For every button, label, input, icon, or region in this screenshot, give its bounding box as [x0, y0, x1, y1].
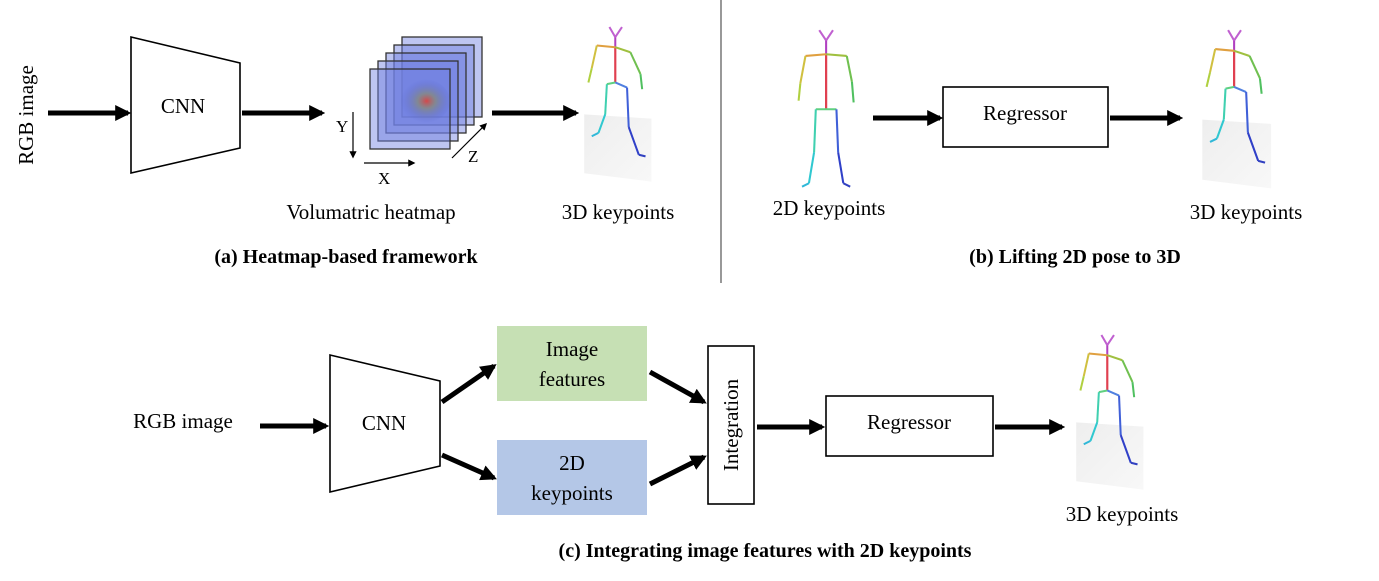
axis-z-arrow: [451, 122, 488, 159]
panel-a-cnn-block: [130, 35, 241, 175]
arrow-c-keypoints-to-integration: [648, 454, 707, 487]
panel-a-input-label: RGB image: [14, 65, 38, 165]
image-features-label-line2: features: [539, 367, 605, 391]
axis-z-label: Z: [468, 147, 478, 166]
panel-b-regressor-box: [942, 86, 1109, 148]
panel-c-cnn-block: [329, 353, 441, 494]
arrow-c-features-to-integration: [648, 369, 707, 405]
skeleton-3d-c: [1076, 334, 1144, 490]
panel-c-regressor-box: [825, 395, 994, 457]
keypoints-2d-label-line2: keypoints: [531, 481, 613, 505]
panel-c-caption: (c) Integrating image features with 2D k…: [559, 540, 972, 562]
panel-c-cnn-label: CNN: [362, 411, 406, 435]
panel-a: RGB image CNN Y X Z Volumatric heatmap: [14, 26, 675, 268]
heatmap-label: Volumatric heatmap: [286, 200, 455, 224]
keypoints-2d-box: [497, 440, 647, 515]
panel-c-input-label: RGB image: [133, 409, 233, 433]
arrow-c-cnn-to-keypoints: [440, 452, 497, 481]
arrow-c-cnn-to-features: [440, 363, 497, 405]
panel-c: RGB image CNN Image features 2D keypoint…: [133, 326, 1178, 562]
panel-b-output-label: 3D keypoints: [1190, 200, 1303, 224]
panel-b-caption: (b) Lifting 2D pose to 3D: [969, 246, 1181, 268]
integration-label: Integration: [719, 378, 743, 471]
panel-c-regressor-label: Regressor: [867, 410, 951, 434]
panel-a-output-label: 3D keypoints: [562, 200, 675, 224]
skeleton-2d-b: [797, 29, 855, 188]
panel-b: 2D keypoints Regressor 3D keypoint: [773, 29, 1303, 268]
axis-x-label: X: [378, 169, 390, 188]
panel-a-cnn-label: CNN: [161, 94, 205, 118]
axis-y-label: Y: [336, 117, 348, 136]
keypoints-2d-label-line1: 2D: [559, 451, 585, 475]
panel-b-input-label: 2D keypoints: [773, 196, 886, 220]
skeleton-3d-a: [584, 26, 652, 182]
integration-box: [707, 345, 755, 505]
image-features-label-line1: Image: [546, 337, 598, 361]
image-features-box: [497, 326, 647, 401]
skeleton-3d-b: [1202, 29, 1272, 189]
panel-b-regressor-label: Regressor: [983, 101, 1067, 125]
panel-c-output-label: 3D keypoints: [1066, 502, 1179, 526]
panel-a-caption: (a) Heatmap-based framework: [214, 246, 478, 268]
volumetric-heatmap-stack: [369, 36, 483, 150]
